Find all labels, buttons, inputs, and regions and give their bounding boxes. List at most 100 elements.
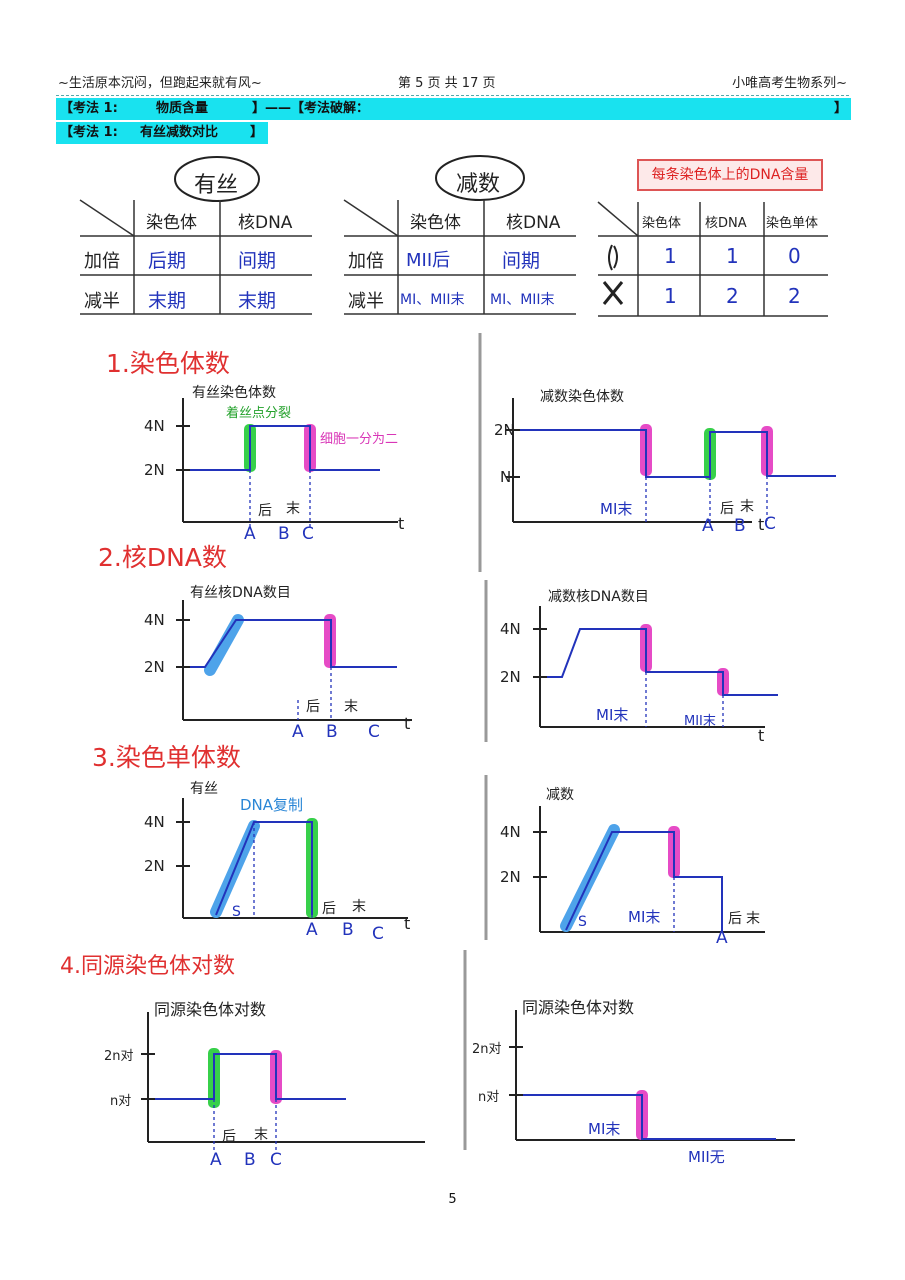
g4-y-2N: 2N	[500, 668, 521, 686]
header-page-count: 第 5 页 共 17 页	[398, 76, 496, 91]
g7-label-C: C	[270, 1150, 282, 1170]
g6-y-4N: 4N	[500, 823, 521, 841]
mei-col-chrom: 染色体	[410, 213, 461, 233]
pc-r2-chromatid: 2	[788, 284, 801, 308]
g3-y-2N: 2N	[144, 658, 165, 676]
g7-label-A: A	[210, 1150, 222, 1170]
pc-r1-chrom: 1	[664, 244, 677, 268]
g1-y-4N: 4N	[144, 417, 165, 435]
mit-row-double: 加倍	[84, 251, 120, 272]
g3-label-C: C	[368, 722, 380, 742]
topic-bar-solution: 】——【考法破解：	[252, 101, 370, 116]
g7-title: 同源染色体对数	[154, 1000, 267, 1019]
g5-label-A: A	[306, 920, 318, 940]
mit-col-dna: 核DNA	[238, 213, 293, 233]
g1-note-centromere: 着丝点分裂	[226, 406, 292, 421]
g4-title: 减数核DNA数目	[548, 589, 649, 605]
mit-double-chrom: 后期	[148, 250, 187, 272]
pc-col-chromatid: 染色单体	[766, 216, 819, 231]
g2-label-hou: 后	[720, 501, 734, 517]
meiosis-table-title: 减数	[456, 172, 501, 197]
g6-label-A: A	[716, 928, 728, 948]
g5-label-hou: 后	[322, 901, 336, 917]
g3-x-t: t	[404, 714, 411, 733]
g4-label-MII-mo: MII末	[684, 714, 716, 729]
g3-label-hou: 后	[306, 699, 320, 715]
mei-row-half: 减半	[348, 291, 384, 312]
section-3-title: 3.染色单体数	[92, 743, 241, 772]
g8-title: 同源染色体对数	[522, 998, 635, 1017]
mit-half-chrom: 末期	[148, 290, 187, 312]
g6-label-mo: 末	[746, 911, 760, 927]
subtopic-bar: 【考法 1: 有丝减数对比 】	[56, 122, 268, 144]
g3-label-mo: 末	[344, 699, 358, 715]
g8-y-2n: 2n对	[472, 1042, 502, 1057]
mit-row-half: 减半	[84, 291, 120, 312]
g7-y-n: n对	[110, 1094, 132, 1109]
g2-x-t: t	[758, 515, 765, 534]
g5-label-B: B	[342, 920, 354, 940]
g7-label-B: B	[244, 1150, 256, 1170]
g2-y-2N: 2N	[494, 421, 515, 439]
g1-label-A: A	[244, 524, 256, 544]
topic-bar-prefix: 【考法 1:	[60, 101, 118, 116]
g7-y-2n: 2n对	[104, 1049, 134, 1064]
mei-double-dna: 间期	[502, 250, 541, 272]
g2-label-A: A	[702, 516, 714, 536]
mei-double-chrom: MII后	[406, 250, 451, 271]
g6-label-MI-mo: MI末	[628, 908, 661, 926]
topic-bar: 【考法 1: 物质含量 】——【考法破解： 】	[56, 98, 851, 120]
g2-title: 减数染色体数	[540, 389, 624, 405]
g8-label-MII-none: MII无	[688, 1148, 725, 1166]
pc-r1-chromatid: 0	[788, 244, 801, 268]
g5-note-dna-replication: DNA复制	[240, 796, 304, 814]
g2-label-B: B	[734, 516, 746, 536]
page-number: 5	[448, 1192, 457, 1207]
g2-label-C: C	[764, 514, 776, 534]
pc-r2-chrom: 1	[664, 284, 677, 308]
g5-x-t: t	[404, 914, 411, 933]
g6-label-S: S	[578, 914, 587, 930]
g6-title: 减数	[546, 787, 574, 803]
section-4-title: 4.同源染色体对数	[60, 954, 235, 979]
header-series: 小唯高考生物系列~	[732, 76, 847, 91]
mit-half-dna: 末期	[238, 290, 277, 312]
g8-label-MI-mo: MI末	[588, 1120, 621, 1138]
pc-r2-dna: 2	[726, 284, 739, 308]
mei-col-dna: 核DNA	[506, 213, 561, 233]
g1-title: 有丝染色体数	[192, 385, 276, 401]
topic-bar-close: 】	[834, 101, 848, 116]
section-1-title: 1.染色体数	[106, 349, 230, 378]
g2-y-N: N	[500, 468, 512, 486]
g5-y-2N: 2N	[144, 857, 165, 875]
g7-label-mo: 末	[254, 1127, 268, 1143]
mei-row-double: 加倍	[348, 251, 384, 272]
topic-bar-topic: 物质含量	[156, 101, 209, 116]
g5-label-C: C	[372, 924, 384, 944]
g5-title: 有丝	[190, 781, 218, 797]
pc-col-chrom: 染色体	[642, 216, 682, 231]
g1-x-t: t	[398, 514, 405, 533]
header-divider	[56, 95, 849, 96]
g5-label-S: S	[232, 904, 241, 920]
g1-y-2N: 2N	[144, 461, 165, 479]
g3-y-4N: 4N	[144, 611, 165, 629]
subtopic-close: 】	[250, 125, 264, 140]
header-motto: ~生活原本沉闷，但跑起来就有风~	[58, 76, 262, 91]
g4-x-t: t	[758, 726, 765, 745]
pc-col-dna: 核DNA	[705, 216, 747, 231]
g4-label-MI-mo: MI末	[596, 706, 629, 724]
g4-y-4N: 4N	[500, 620, 521, 638]
g1-label-B: B	[278, 524, 290, 544]
g2-label-mo: 末	[740, 499, 754, 515]
g3-label-A: A	[292, 722, 304, 742]
mei-half-dna: MI、MII末	[490, 292, 555, 308]
subtopic-title: 有丝减数对比	[140, 125, 219, 140]
mit-col-chrom: 染色体	[146, 213, 197, 233]
g5-label-mo: 末	[352, 899, 366, 915]
subtopic-prefix: 【考法 1:	[60, 125, 118, 140]
g1-note-division: 细胞一分为二	[320, 432, 399, 447]
g3-label-B: B	[326, 722, 338, 742]
g1-label-C: C	[302, 524, 314, 544]
section-2-title: 2.核DNA数	[98, 543, 227, 572]
